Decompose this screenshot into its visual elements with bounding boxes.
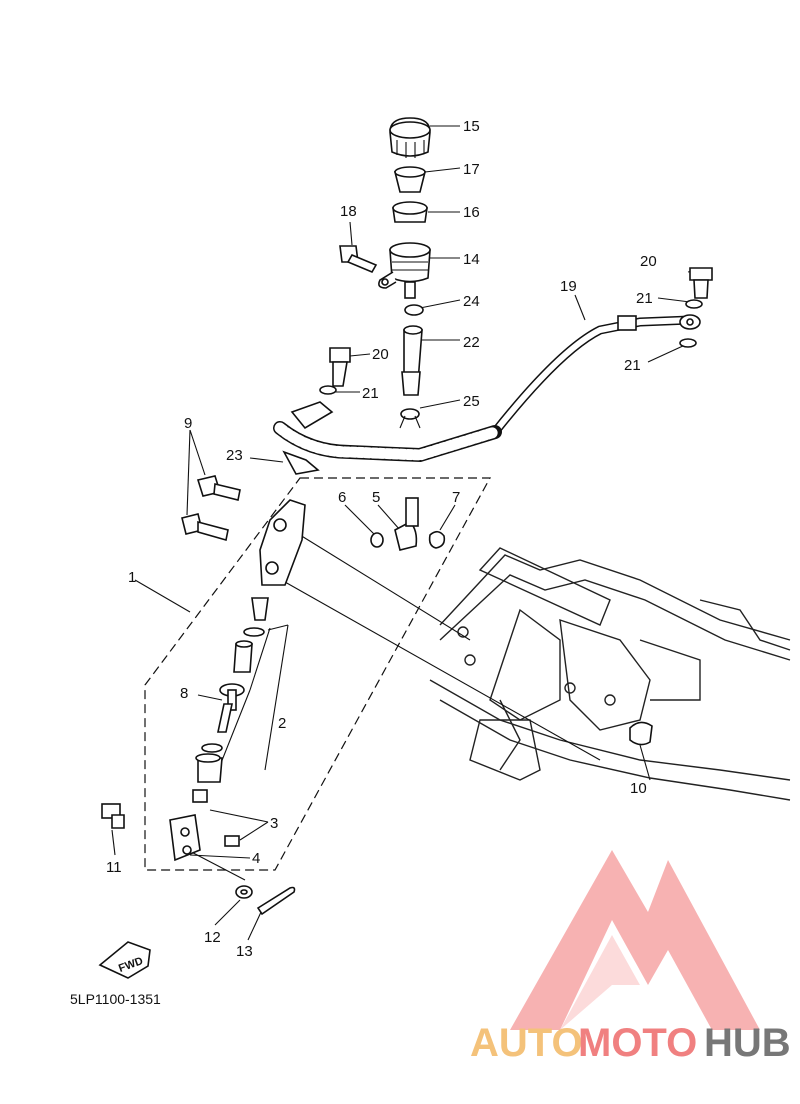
elbow-joint-5: [394, 497, 419, 551]
assembly-outline: [144, 477, 492, 871]
o-ring-6: [370, 532, 384, 548]
union-bolt-20-left: [329, 347, 351, 387]
callout-23: 23: [226, 447, 243, 464]
circlip-7: [428, 530, 446, 549]
callout-21-top-right: 21: [636, 290, 653, 307]
callout-15: 15: [463, 118, 480, 135]
bolt-18: [339, 245, 378, 274]
grommet-10: [629, 721, 653, 746]
callout-20-left: 20: [372, 346, 389, 363]
corrugated-hose-23: [273, 401, 502, 475]
bolt-9-lower: [181, 513, 229, 542]
diagram-code: 5LP1100-1351: [70, 991, 161, 1007]
washer-21-bottom-right: [679, 338, 697, 348]
push-rod-8: [217, 683, 245, 733]
callout-12: 12: [204, 929, 221, 946]
callout-21-bottom-right: 21: [624, 357, 641, 374]
callout-11: 11: [106, 859, 122, 876]
callout-4: 4: [252, 850, 260, 867]
watermark-moto: MOTO: [578, 1021, 697, 1065]
clip-24: [404, 304, 424, 316]
brake-hose-19: [490, 314, 701, 437]
fwd-arrow: FWD: [98, 941, 151, 979]
bolt-9-upper: [196, 475, 241, 501]
reservoir-tank-14: [378, 242, 431, 299]
callout-10: 10: [630, 780, 647, 797]
leader-lines: [111, 125, 699, 941]
reservoir-cap-15: [389, 117, 431, 158]
frame-assembly: [429, 547, 791, 801]
callout-labels: 15 17 16 18 14 20 19 21 24 22 20 21 21 2…: [106, 118, 657, 960]
callout-2: 2: [278, 715, 286, 732]
callout-9: 9: [184, 415, 192, 432]
callout-14: 14: [463, 251, 480, 268]
callout-8: 8: [180, 685, 188, 702]
watermark-text: AUTO MOTO HUB: [470, 1021, 791, 1065]
clevis-4: [169, 789, 240, 862]
hose-22: [401, 325, 423, 396]
callout-25: 25: [463, 393, 480, 410]
callout-24: 24: [463, 293, 480, 310]
washer-21-top-right: [685, 299, 703, 309]
callout-18: 18: [340, 203, 357, 220]
watermark-logo: [510, 850, 760, 1030]
callout-6: 6: [338, 489, 346, 506]
callout-3: 3: [270, 815, 278, 832]
callout-16: 16: [463, 204, 480, 221]
callout-17: 17: [463, 161, 480, 178]
union-bolt-20-right: [689, 267, 713, 299]
watermark-auto: AUTO: [470, 1021, 583, 1065]
cotter-pin-13: [256, 886, 296, 916]
callout-7: 7: [452, 489, 460, 506]
washer-21-left: [319, 385, 337, 395]
callout-5: 5: [372, 489, 380, 506]
master-cylinder-bracket: [259, 499, 306, 586]
callout-19: 19: [560, 278, 577, 295]
master-cylinder-internals-2: [195, 597, 269, 783]
callout-1: 1: [128, 569, 136, 586]
plate-17: [393, 166, 427, 193]
callout-22: 22: [463, 334, 480, 351]
bolt-11: [101, 803, 125, 829]
watermark-hub: HUB: [704, 1021, 791, 1065]
callout-13: 13: [236, 943, 253, 960]
diaphragm-16: [392, 201, 428, 223]
callout-20-right: 20: [640, 253, 657, 270]
washer-12: [235, 885, 253, 899]
clip-25: [399, 408, 421, 429]
callout-21-left: 21: [362, 385, 379, 402]
